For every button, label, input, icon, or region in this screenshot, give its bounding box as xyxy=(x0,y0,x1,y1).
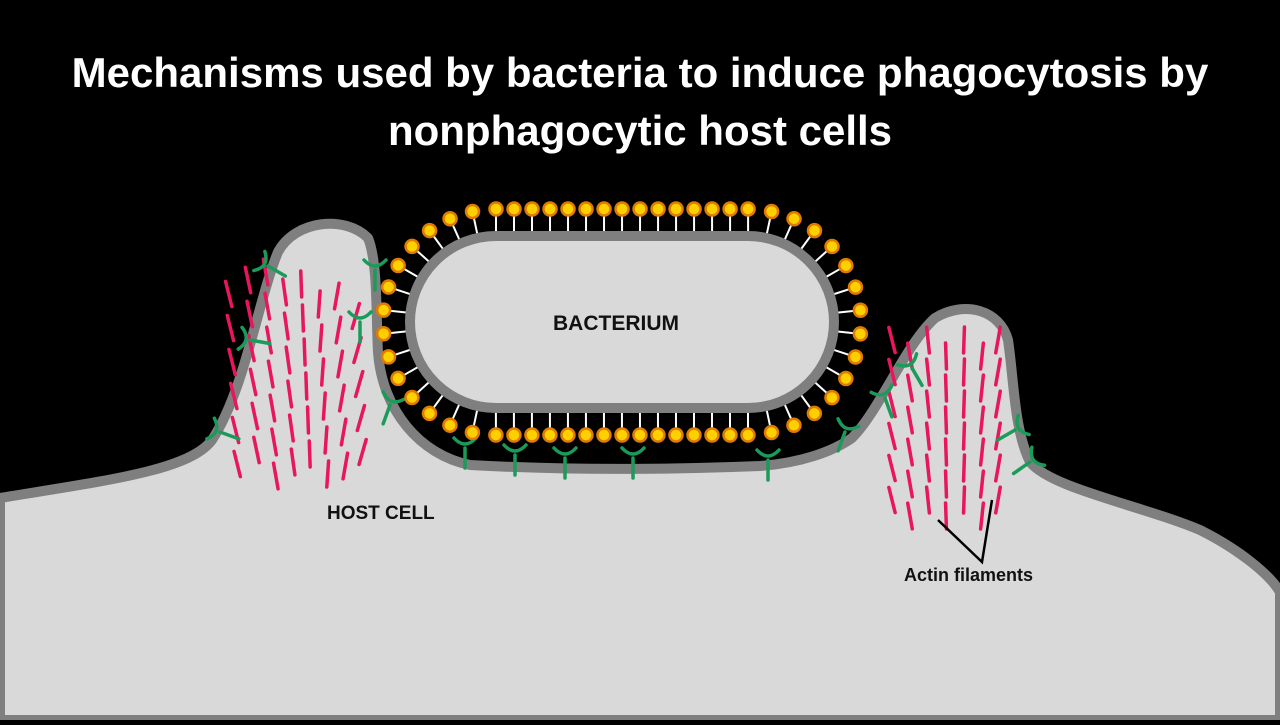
adhesin-ball xyxy=(854,327,867,340)
adhesin-ball xyxy=(580,203,593,216)
actin-filaments-label: Actin filaments xyxy=(904,565,1033,586)
adhesin-ball xyxy=(670,203,683,216)
actin-filament xyxy=(304,339,305,365)
adhesin-ball xyxy=(742,429,755,442)
actin-filament xyxy=(946,439,947,465)
adhesin-ball xyxy=(598,203,611,216)
actin-filament xyxy=(320,325,322,351)
title-line-2: nonphagocytic host cells xyxy=(0,102,1280,160)
actin-filament xyxy=(946,471,947,497)
actin-filament xyxy=(946,375,947,401)
adhesin-ball xyxy=(705,429,718,442)
adhesin-ball xyxy=(382,350,395,363)
actin-filament xyxy=(302,305,303,331)
adhesin-ball xyxy=(724,203,737,216)
adhesin-ball xyxy=(651,429,664,442)
adhesin-ball xyxy=(633,429,646,442)
adhesin-ball xyxy=(507,429,520,442)
adhesin-ball xyxy=(466,205,479,218)
adhesin-ball xyxy=(377,304,390,317)
actin-filament xyxy=(964,423,965,449)
bacterium-label: BACTERIUM xyxy=(553,312,679,336)
adhesin-ball xyxy=(443,419,456,432)
adhesin-ball xyxy=(406,240,419,253)
adhesin-ball xyxy=(392,372,405,385)
adhesin-ball xyxy=(688,203,701,216)
title-line-1: Mechanisms used by bacteria to induce ph… xyxy=(0,44,1280,102)
adhesin-ball xyxy=(392,259,405,272)
adhesin-ball xyxy=(489,428,502,441)
adhesin-ball xyxy=(490,203,503,216)
adhesin-ball xyxy=(423,407,436,420)
adhesin-ball xyxy=(826,240,839,253)
actin-filament xyxy=(325,427,327,453)
adhesin-ball xyxy=(423,224,436,237)
actin-filament xyxy=(946,407,947,433)
adhesin-ball xyxy=(808,407,821,420)
adhesin-ball xyxy=(525,429,538,442)
adhesin-ball xyxy=(723,429,736,442)
actin-filament xyxy=(245,267,250,292)
adhesin-ball xyxy=(377,327,390,340)
actin-filament xyxy=(946,343,947,369)
actin-filament xyxy=(964,487,965,513)
actin-filament xyxy=(964,455,965,481)
actin-filament xyxy=(327,461,329,487)
diagram-title: Mechanisms used by bacteria to induce ph… xyxy=(0,44,1280,160)
adhesin-ball xyxy=(466,426,479,439)
adhesin-ball xyxy=(616,203,629,216)
adhesin-ball xyxy=(382,281,395,294)
actin-filament xyxy=(227,315,233,340)
actin-filament xyxy=(889,327,895,352)
adhesin-ball xyxy=(849,281,862,294)
adhesin-ball xyxy=(765,205,778,218)
adhesin-ball xyxy=(444,212,457,225)
adhesin-ball xyxy=(562,203,575,216)
adhesin-ball xyxy=(849,350,862,363)
actin-filament xyxy=(964,359,965,385)
adhesin-ball xyxy=(615,429,628,442)
adhesin-ball xyxy=(787,419,800,432)
actin-filament xyxy=(964,391,965,417)
adhesin-ball xyxy=(652,203,665,216)
adhesin-ball xyxy=(706,203,719,216)
actin-filament xyxy=(964,327,965,353)
adhesin-ball xyxy=(765,426,778,439)
actin-filament xyxy=(226,281,232,306)
actin-filament xyxy=(301,271,302,297)
actin-filament xyxy=(247,301,252,326)
adhesin-ball xyxy=(526,203,539,216)
adhesin-ball xyxy=(544,203,557,216)
actin-filament xyxy=(323,393,325,419)
adhesin-ball xyxy=(669,429,682,442)
adhesin-ball xyxy=(597,429,610,442)
actin-filament xyxy=(306,373,307,399)
adhesin-ball xyxy=(687,429,700,442)
adhesin-ball xyxy=(579,429,592,442)
adhesin-ball xyxy=(854,304,867,317)
actin-filament xyxy=(322,359,324,385)
adhesin-ball xyxy=(561,429,574,442)
adhesin-ball xyxy=(839,259,852,272)
actin-filament xyxy=(308,407,309,433)
actin-filament xyxy=(229,349,235,374)
adhesin-ball xyxy=(742,203,755,216)
actin-filament xyxy=(318,291,320,317)
actin-filament xyxy=(946,503,947,529)
adhesin-ball xyxy=(634,203,647,216)
adhesin-ball xyxy=(508,203,521,216)
adhesin-ball xyxy=(788,212,801,225)
actin-filament xyxy=(309,441,310,467)
adhesin-ball xyxy=(543,429,556,442)
adhesin-ball xyxy=(405,391,418,404)
host-cell-label: HOST CELL xyxy=(327,503,435,525)
adhesin-ball xyxy=(825,391,838,404)
adhesin-ball xyxy=(839,372,852,385)
adhesin-ball xyxy=(808,224,821,237)
